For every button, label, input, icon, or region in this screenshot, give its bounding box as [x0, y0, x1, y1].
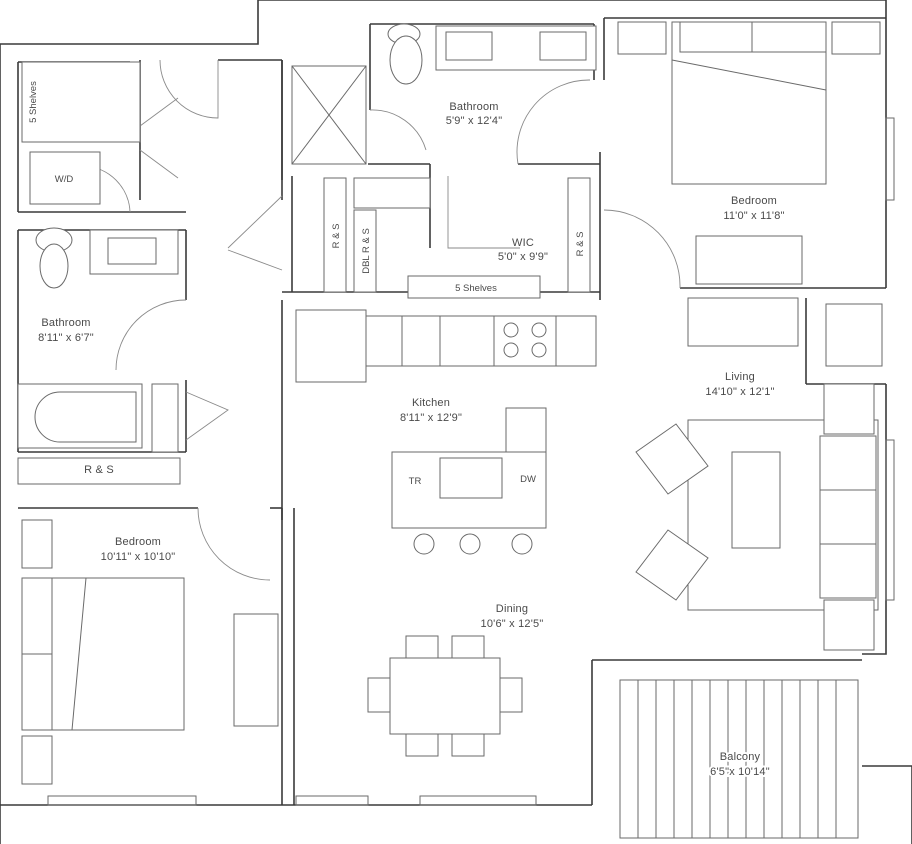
dining-name: Dining [496, 603, 528, 615]
armchair-a [635, 423, 709, 495]
dining-table [389, 657, 501, 735]
wic-rods [567, 177, 591, 293]
hall-closet [323, 177, 347, 293]
laundry-shelves [21, 61, 141, 143]
wic-dims: 5'0" x 9'9" [498, 251, 548, 263]
dining-dims: 10'6" x 12'5" [481, 618, 544, 630]
side-table-a [823, 383, 875, 435]
wic-name: WIC [512, 237, 534, 249]
bedroom-right-dims: 11'0" x 11'8" [723, 210, 784, 222]
nightstand-left-a [21, 519, 53, 569]
wic-shelves [407, 275, 541, 299]
bathroom-left-dims: 8'11" x 6'7" [38, 332, 94, 344]
rs-wic-label: R & S [575, 232, 586, 257]
nightstand-right-b [831, 21, 881, 55]
bed-left [51, 577, 185, 731]
balcony-dims: 6'5"x 10'14" [710, 766, 770, 778]
fireplace [825, 303, 883, 367]
nightstand-right-a [617, 21, 667, 55]
kitchen-counter [365, 315, 597, 367]
trash-label: TR [409, 476, 422, 487]
nightstand-left-b [21, 735, 53, 785]
coffee-table [731, 451, 781, 549]
bedroom-left-name: Bedroom [115, 536, 161, 548]
bedroom-left-dims: 10'11" x 10'10" [101, 551, 176, 563]
fridge [295, 309, 367, 383]
dbl-rs-closet [353, 209, 377, 293]
living-dims: 14'10" x 12'1" [705, 386, 774, 398]
stool-2 [459, 533, 481, 555]
bedroom-left-closet [17, 457, 181, 485]
dresser-right [695, 235, 803, 285]
range [493, 315, 557, 367]
dishwasher-label: DW [520, 474, 536, 485]
bathroom-top-name: Bathroom [449, 101, 498, 113]
fixtures [17, 21, 883, 839]
labels: 5 Shelves W/D Bathroom 5'9" x 12'4" Bedr… [28, 81, 784, 780]
dbl-rs-label: DBL R & S [361, 228, 372, 274]
washer-dryer [29, 151, 101, 205]
bathroom-left-name: Bathroom [41, 317, 90, 329]
bedroom-right-name: Bedroom [731, 195, 777, 207]
balcony-name: Balcony [720, 751, 761, 763]
rs-bedroom-label: R & S [84, 464, 114, 476]
sofa [819, 435, 877, 599]
living-name: Living [725, 371, 755, 383]
washer-dryer-label: W/D [55, 174, 74, 185]
stool-1 [413, 533, 435, 555]
laundry-shelves-label: 5 Shelves [28, 81, 39, 123]
wic-shelves-label: 5 Shelves [455, 283, 497, 294]
bathroom-top-dims: 5'9" x 12'4" [446, 115, 503, 127]
armchair-b [635, 529, 709, 601]
dresser-left [233, 613, 279, 727]
rs-hall-label: R & S [331, 224, 342, 249]
door-swings [83, 59, 681, 581]
tv-console [687, 297, 799, 347]
stool-3 [511, 533, 533, 555]
kitchen-name: Kitchen [412, 397, 450, 409]
sink [439, 457, 503, 499]
kitchen-dims: 8'11" x 12'9" [400, 412, 462, 424]
linen-closet [151, 383, 179, 453]
side-table-b [823, 599, 875, 651]
